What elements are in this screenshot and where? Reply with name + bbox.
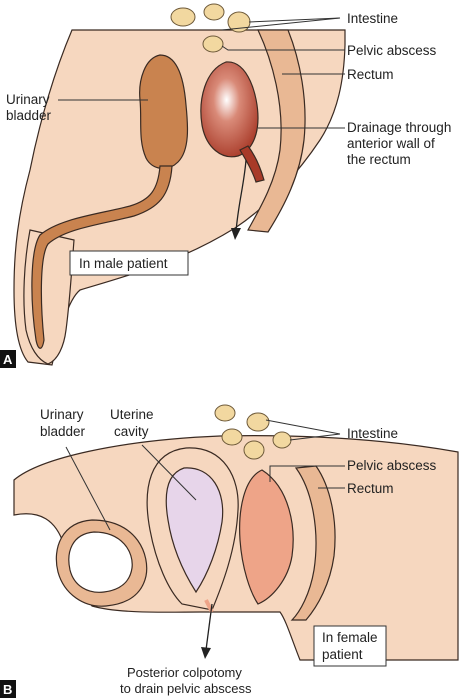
label-a-intestine: Intestine xyxy=(347,11,398,26)
leader-b-intestine-1 xyxy=(265,419,341,435)
panel-letter-b-badge xyxy=(0,680,16,698)
leader-a-intestine-1 xyxy=(248,17,341,23)
male-rectum xyxy=(247,29,306,233)
caption-box-a xyxy=(69,250,189,276)
label-b-rectum: Rectum xyxy=(347,481,394,496)
male-intestine-loops xyxy=(170,3,251,53)
female-colpotomy-arrowhead xyxy=(201,647,211,659)
label-b-pelvic-abscess: Pelvic abscess xyxy=(347,458,437,473)
label-b-intestine: Intestine xyxy=(347,426,398,441)
male-drainage-arrowhead xyxy=(231,228,241,240)
label-a-bladder-line2: bladder xyxy=(6,108,52,123)
panel-a-male: Intestine Pelvic abscess Rectum Urinary … xyxy=(0,3,451,368)
label-b-uterine-line2: cavity xyxy=(114,424,149,439)
female-pelvic-abscess xyxy=(239,469,294,605)
label-a-drainage-line3: the rectum xyxy=(347,152,411,167)
panel-letter-a: A xyxy=(3,352,13,367)
panel-letter-b: B xyxy=(3,682,12,697)
female-rectum xyxy=(290,465,336,621)
label-a-drainage-line1: Drainage through xyxy=(347,120,451,135)
female-intestine-loops xyxy=(214,404,292,460)
leader-a-abscess xyxy=(221,45,345,51)
label-a-rectum: Rectum xyxy=(347,67,394,82)
caption-box-b xyxy=(313,625,387,667)
male-drainage-arrow xyxy=(235,159,247,233)
female-uterine-cavity xyxy=(165,467,224,594)
leader-b-uterine xyxy=(141,444,197,501)
panel-b-female: Urinary bladder Uterine cavity Intestine… xyxy=(0,404,459,698)
label-a-bladder-line1: Urinary xyxy=(6,92,50,107)
label-b-uterine-line1: Uterine xyxy=(110,407,154,422)
label-a-drainage-line2: anterior wall of xyxy=(347,136,435,151)
caption-b-line1: In female xyxy=(322,630,378,645)
male-penis xyxy=(23,229,75,365)
caption-b-line2: patient xyxy=(322,647,363,662)
label-a-pelvic-abscess: Pelvic abscess xyxy=(347,43,437,58)
label-b-colpotomy-line2: to drain pelvic abscess xyxy=(120,681,252,696)
label-b-bladder-line2: bladder xyxy=(40,424,86,439)
leader-b-intestine-2 xyxy=(289,433,341,441)
panel-letter-a-badge xyxy=(0,350,16,368)
caption-a: In male patient xyxy=(79,256,168,271)
leader-b-abscess xyxy=(269,465,345,482)
label-b-colpotomy-line1: Posterior colpotomy xyxy=(127,665,242,680)
female-bladder-lumen xyxy=(68,531,133,593)
leader-b-bladder xyxy=(65,446,111,531)
female-colpotomy-arrow xyxy=(205,603,213,651)
male-pelvic-abscess xyxy=(200,61,259,158)
leader-a-intestine-2 xyxy=(221,17,341,31)
male-urethra xyxy=(31,165,173,349)
label-b-bladder-line1: Urinary xyxy=(40,407,84,422)
